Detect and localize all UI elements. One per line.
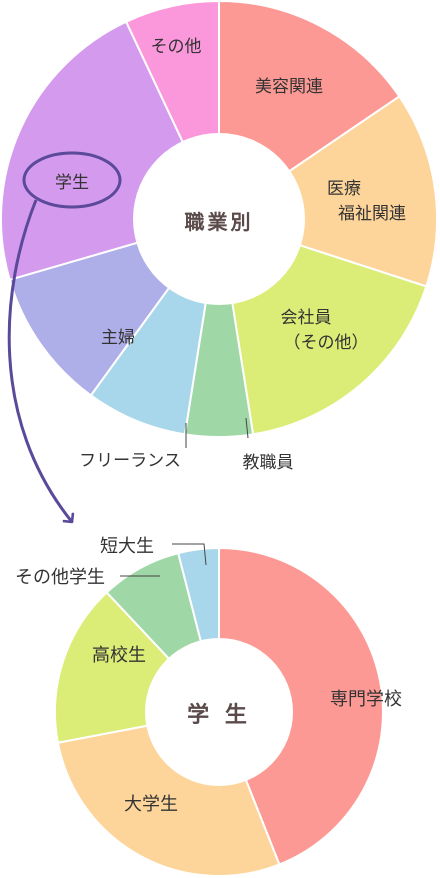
label-housewife: 主婦 (101, 328, 135, 348)
occupation-donut-chart (0, 0, 438, 438)
student-donut-chart (54, 546, 384, 877)
label-medical-line1: 医療 (327, 179, 361, 199)
student-chart-title: 学 生 (187, 702, 251, 728)
label-university: 大学生 (124, 794, 178, 815)
occupation-donut-hole (133, 133, 305, 305)
label-office-line2: （その他） (284, 333, 369, 353)
occupation-chart-title: 職業別 (185, 210, 254, 234)
label-vocational-school: 専門学校 (330, 689, 402, 710)
label-medical-line2: 福祉関連 (338, 204, 406, 224)
label-office-line1: 会社員 (281, 308, 332, 328)
student-donut-hole (145, 638, 293, 786)
label-teachers: 教職員 (243, 453, 294, 473)
label-junior-college: 短大生 (100, 536, 154, 557)
label-high-school: 高校生 (92, 645, 146, 666)
label-student: 学生 (55, 173, 89, 193)
student-highlight-ellipse (22, 151, 122, 209)
label-freelance: フリーランス (79, 451, 181, 471)
teachers-leader-line (245, 417, 249, 439)
label-other-students: その他学生 (15, 567, 105, 588)
label-beauty: 美容関連 (255, 77, 323, 97)
student-arrow (7, 199, 72, 522)
junior-college-leader-line (172, 543, 207, 566)
label-other: その他 (151, 37, 202, 57)
